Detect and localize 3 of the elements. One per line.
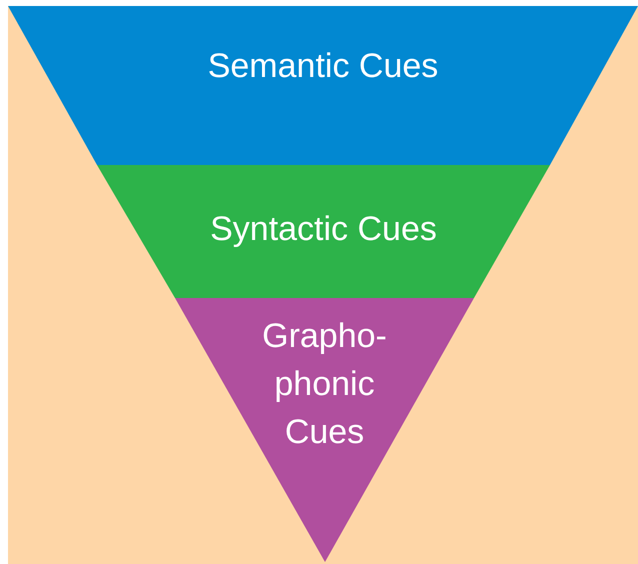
segment-label: Syntactic Cues	[210, 209, 437, 250]
segment-label: Grapho- phonic Cues	[261, 316, 388, 453]
segment-label: Semantic Cues	[208, 46, 438, 87]
